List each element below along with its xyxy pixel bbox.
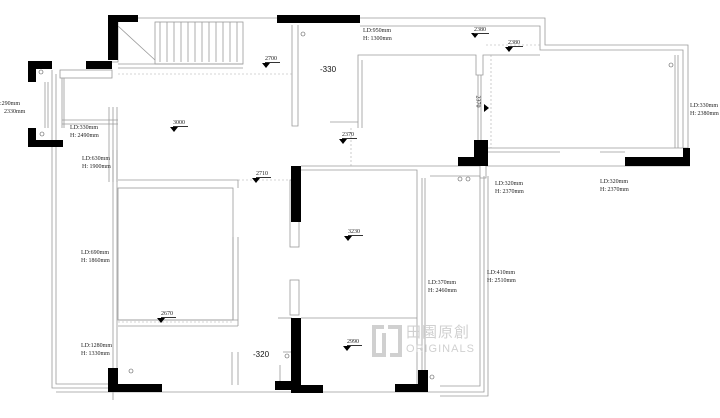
level-marker-icon <box>484 104 489 112</box>
level-marker-icon <box>505 47 513 52</box>
level-marker-icon <box>252 178 260 183</box>
ceiling-level: 2380 <box>508 40 523 47</box>
level-marker-icon <box>471 33 479 38</box>
watermark-logo: 田園原創 ORIGINALS <box>370 323 474 364</box>
level-marker-icon <box>344 236 352 241</box>
watermark-english: ORIGINALS <box>406 343 475 355</box>
ceiling-level: 3230 <box>348 229 363 236</box>
level-marker-icon <box>157 318 165 323</box>
level-marker-icon <box>343 346 351 351</box>
level-marker-icon <box>339 139 347 144</box>
ceiling-level: 2990 <box>347 339 362 346</box>
level-marker-icon <box>262 63 270 68</box>
level-marker-icon <box>170 127 178 132</box>
solid-walls <box>28 15 690 393</box>
watermark-logo-mark <box>372 325 402 357</box>
ceiling-level: 2710 <box>256 171 271 178</box>
watermark-chinese: 田園原創 <box>406 324 471 341</box>
ceiling-level: 2670 <box>161 311 176 318</box>
ceiling-level-vertical: 2370 <box>474 95 481 108</box>
room-level-upper-bath: -330 <box>320 65 337 74</box>
drain-icons <box>38 31 674 380</box>
ceiling-level: 2370 <box>342 132 357 139</box>
ceiling-level: 2380 <box>474 27 489 34</box>
room-level-lower-bath: -320 <box>253 350 270 359</box>
thin-walls <box>44 17 690 400</box>
ceiling-level: 3000 <box>173 120 188 127</box>
dashed-lines <box>118 44 540 323</box>
ceiling-level: 2700 <box>265 56 280 63</box>
